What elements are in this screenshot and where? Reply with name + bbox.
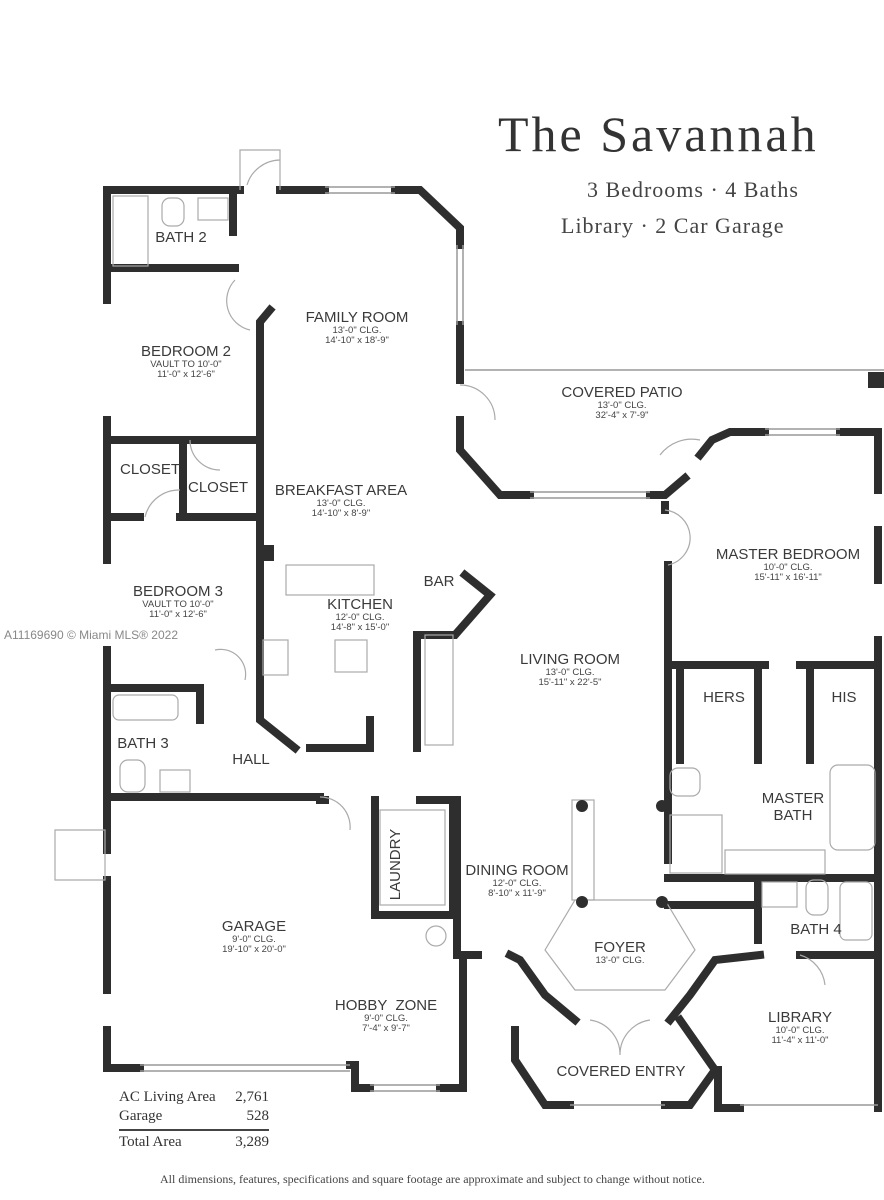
room-covered-patio: COVERED PATIO 13'-0" CLG. 32'-4" x 7'-9" <box>561 384 682 421</box>
room-ceiling: 10'-0" CLG. <box>763 562 813 573</box>
room-name: GARAGE <box>221 918 287 935</box>
plan-subtitle-library-garage: Library · 2 Car Garage <box>561 213 785 238</box>
room-ceiling: 13'-0" CLG. <box>597 400 647 411</box>
room-name: COVERED PATIO <box>561 384 683 401</box>
room-name: HOBBY ZONE <box>334 997 438 1014</box>
room-name: FAMILY ROOM <box>305 309 409 326</box>
area-value: 3,289 <box>235 1134 269 1150</box>
windows <box>140 186 884 1106</box>
area-value: 2,761 <box>235 1089 269 1105</box>
room-ceiling: VAULT TO 10'-0" <box>142 599 214 610</box>
room-breakfast-area: BREAKFAST AREA 13'-0" CLG. 14'-10" x 8'-… <box>275 482 407 519</box>
room-name: LIVING ROOM <box>519 651 621 668</box>
room-name: MASTER BEDROOM <box>715 546 861 563</box>
room-ceiling: 13'-0" CLG. <box>316 498 366 509</box>
room-master-bedroom: MASTER BEDROOM 10'-0" CLG. 15'-11" x 16'… <box>716 546 860 583</box>
room-covered-entry: COVERED ENTRY <box>556 1063 686 1080</box>
room-size: 14'-10" x 18'-9" <box>325 335 389 346</box>
room-size: 11'-0" x 12'-6" <box>149 609 207 620</box>
room-library: LIBRARY 10'-0" CLG. 11'-4" x 11'-0" <box>768 1009 832 1046</box>
room-ceiling: 9'-0" CLG. <box>232 934 276 945</box>
room-size: 11'-4" x 11'-0" <box>771 1035 829 1046</box>
room-size: 15'-11" x 22'-5" <box>538 677 602 688</box>
room-garage: GARAGE 9'-0" CLG. 19'-10" x 20'-0" <box>222 918 286 955</box>
room-bedroom-3: BEDROOM 3 VAULT TO 10'-0" 11'-0" x 12'-6… <box>133 583 223 620</box>
area-summary: AC Living Area 2,761 Garage 528 Total Area… <box>119 1089 269 1153</box>
disclaimer: All dimensions, features, specifications… <box>160 1172 705 1186</box>
room-name: BATH <box>773 807 813 824</box>
room-ceiling: VAULT TO 10'-0" <box>150 359 222 370</box>
plan-subtitle-bedrooms-baths: 3 Bedrooms · 4 Baths <box>587 177 799 202</box>
room-size: 14'-8" x 15'-0" <box>330 622 390 633</box>
room-master-bath: MASTER BATH <box>762 790 825 824</box>
room-name: LIBRARY <box>768 1009 832 1026</box>
room-size: 19'-10" x 20'-0" <box>222 944 286 955</box>
room-name: MASTER <box>761 790 825 807</box>
area-label: AC Living Area <box>119 1089 216 1105</box>
area-value: 528 <box>246 1108 270 1124</box>
room-hers-closet: HERS <box>703 689 745 706</box>
room-bath-4: BATH 4 <box>790 921 842 938</box>
room-name: BEDROOM 3 <box>132 583 224 600</box>
fixtures <box>112 195 876 991</box>
room-name: KITCHEN <box>327 596 393 613</box>
room-size: 7'-4" x 9'-7" <box>362 1023 410 1034</box>
room-name: BREAKFAST AREA <box>274 482 408 499</box>
columns <box>258 372 884 908</box>
area-row-garage: Garage 528 <box>119 1108 269 1127</box>
room-name: FOYER <box>594 939 646 956</box>
room-his-closet: HIS <box>831 689 857 706</box>
watermark: A11169690 © Miami MLS® 2022 <box>4 628 178 642</box>
room-size: 14'-10" x 8'-9" <box>311 508 371 519</box>
room-living-room: LIVING ROOM 13'-0" CLG. 15'-11" x 22'-5" <box>520 651 620 688</box>
room-ceiling: 9'-0" CLG. <box>364 1013 408 1024</box>
room-name: BEDROOM 2 <box>140 343 232 360</box>
area-row-ac-living: AC Living Area 2,761 <box>119 1089 269 1108</box>
room-hall: HALL <box>232 751 270 768</box>
walls <box>103 186 882 1112</box>
room-size: 32'-4" x 7'-9" <box>595 410 649 421</box>
room-closet-2: CLOSET <box>187 479 249 496</box>
room-hobby-zone: HOBBY ZONE 9'-0" CLG. 7'-4" x 9'-7" <box>335 997 437 1034</box>
room-bedroom-2: BEDROOM 2 VAULT TO 10'-0" 11'-0" x 12'-6… <box>141 343 231 380</box>
room-ceiling: 12'-0" CLG. <box>335 612 385 623</box>
door-swings <box>54 149 826 1056</box>
room-closet-1: CLOSET <box>119 461 181 478</box>
room-ceiling: 13'-0" CLG. <box>545 667 595 678</box>
plan-title: The Savannah <box>498 106 819 162</box>
room-ceiling: 13'-0" CLG. <box>595 955 645 966</box>
room-size: 15'-11" x 16'-11" <box>754 572 822 583</box>
area-label: Total Area <box>119 1134 182 1150</box>
room-foyer: FOYER 13'-0" CLG. <box>594 939 646 966</box>
room-bath-3: BATH 3 <box>117 735 169 752</box>
room-dining-room: DINING ROOM 12'-0" CLG. 8'-10" x 11'-9" <box>465 862 568 899</box>
room-ceiling: 10'-0" CLG. <box>775 1025 825 1036</box>
area-row-total: Total Area 3,289 <box>119 1129 269 1153</box>
room-family-room: FAMILY ROOM 13'-0" CLG. 14'-10" x 18'-9" <box>306 309 409 346</box>
room-ceiling: 12'-0" CLG. <box>492 878 542 889</box>
room-ceiling: 13'-0" CLG. <box>332 325 382 336</box>
room-bath-2: BATH 2 <box>155 229 207 246</box>
room-bar: BAR <box>423 573 455 590</box>
room-laundry: LAUNDRY <box>387 828 405 901</box>
area-label: Garage <box>119 1108 163 1124</box>
room-kitchen: KITCHEN 12'-0" CLG. 14'-8" x 15'-0" <box>327 596 393 633</box>
room-size: 11'-0" x 12'-6" <box>157 369 215 380</box>
room-size: 8'-10" x 11'-9" <box>488 888 546 899</box>
room-name: DINING ROOM <box>465 862 569 879</box>
